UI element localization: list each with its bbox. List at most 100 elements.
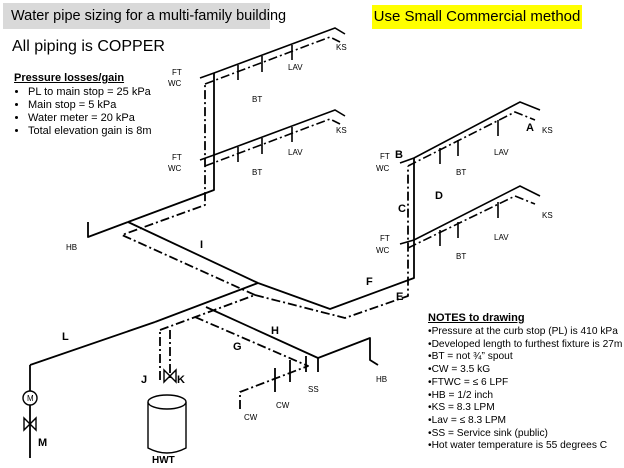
hw-branch-upper bbox=[407, 111, 536, 167]
drawing-note-item: Lav = ≤ 8.3 LPM bbox=[428, 415, 622, 428]
right-branches bbox=[399, 101, 541, 249]
label-ft-right-lower: FT bbox=[380, 234, 390, 243]
cw-right-fixture-drops bbox=[439, 120, 499, 246]
label-wc-mid: WC bbox=[168, 164, 182, 173]
diagram-title: Water pipe sizing for a multi-family bui… bbox=[3, 3, 286, 29]
label-ft-right-upper: FT bbox=[380, 152, 390, 161]
hw-branch-lower bbox=[407, 195, 536, 249]
drawing-note-item: KS = 8.3 LPM bbox=[428, 402, 622, 415]
segment-i: I bbox=[200, 239, 203, 251]
label-bt-mid: BT bbox=[252, 168, 262, 177]
segment-a: A bbox=[526, 122, 534, 134]
segment-labels: A B C D E F G H I J K L M bbox=[38, 122, 534, 449]
label-lav-mid: LAV bbox=[288, 148, 303, 157]
label-ss: SS bbox=[308, 385, 319, 394]
segment-b: B bbox=[395, 149, 403, 161]
cw-branch-upper bbox=[399, 101, 541, 164]
drawing-note-item: CW = 3.5 kG bbox=[428, 364, 622, 377]
label-ks-right-upper: KS bbox=[542, 126, 553, 135]
segment-e: E bbox=[396, 291, 403, 303]
hot-water-segment-g bbox=[194, 316, 309, 410]
label-ks-mid: KS bbox=[336, 126, 347, 135]
upper-left-branches bbox=[199, 27, 346, 167]
pressure-losses-panel: Pressure losses/gain PL to main stop = 2… bbox=[14, 72, 152, 138]
method-badge: Use Small Commercial method bbox=[372, 5, 582, 29]
pipe-main-horizontal bbox=[154, 282, 259, 323]
label-bt-right-lower: BT bbox=[456, 252, 466, 261]
drawing-notes-title: NOTES to drawing bbox=[428, 312, 525, 324]
drawing-notes-list: Pressure at the curb stop (PL) is 410 kP… bbox=[428, 326, 623, 453]
segment-j: J bbox=[141, 374, 147, 386]
piping-material-note: All piping is COPPER bbox=[12, 38, 165, 55]
label-ft-top: FT bbox=[172, 68, 182, 77]
segment-l: L bbox=[62, 331, 69, 343]
label-wc-right-upper: WC bbox=[376, 164, 390, 173]
pressure-losses-title: Pressure losses/gain bbox=[14, 72, 125, 84]
drawing-notes-panel: NOTES to drawing Pressure at the curb st… bbox=[428, 312, 622, 453]
label-lav-right-upper: LAV bbox=[494, 148, 509, 157]
hot-water-segment-e bbox=[254, 166, 409, 319]
label-wc-top: WC bbox=[168, 79, 182, 88]
label-cw-2: CW bbox=[244, 413, 258, 422]
meter-icon bbox=[22, 390, 38, 406]
segment-f: F bbox=[366, 276, 373, 288]
cw-branch-top bbox=[199, 27, 346, 79]
pipe-hb-branch bbox=[87, 221, 129, 238]
pipe-segment-i bbox=[127, 221, 259, 284]
equipment bbox=[22, 368, 187, 454]
hot-water-piping bbox=[121, 84, 409, 410]
label-bt-top: BT bbox=[252, 95, 262, 104]
pipe-segment-l bbox=[29, 321, 156, 366]
water-heater-top bbox=[147, 394, 187, 410]
segment-h: H bbox=[271, 325, 279, 337]
pipe-left-riser bbox=[127, 73, 215, 223]
segment-g: G bbox=[233, 341, 242, 353]
pipe-fixture-drops bbox=[274, 356, 319, 392]
valve-icon bbox=[23, 416, 37, 432]
segment-k: K bbox=[177, 374, 185, 386]
pipe-hb-lower bbox=[317, 337, 379, 366]
hw-branch-top bbox=[204, 36, 341, 85]
segment-c: C bbox=[398, 203, 406, 215]
label-ks-top: KS bbox=[336, 43, 347, 52]
drawing-note-item: Pressure at the curb stop (PL) is 410 kP… bbox=[428, 326, 622, 339]
pressure-loss-item: Water meter = 20 kPa bbox=[28, 112, 152, 125]
label-ft-mid: FT bbox=[172, 153, 182, 162]
cw-branch-mid bbox=[199, 109, 346, 161]
pipe-segment-h bbox=[205, 306, 319, 359]
meter-symbol-label: M bbox=[27, 394, 34, 403]
label-hb-left: HB bbox=[66, 243, 77, 252]
label-lav-top: LAV bbox=[288, 63, 303, 72]
hot-water-main bbox=[159, 294, 256, 331]
label-hwt: HWT bbox=[152, 455, 175, 466]
segment-d: D bbox=[435, 190, 443, 202]
cw-branch-lower bbox=[399, 185, 541, 245]
hw-branch-mid bbox=[204, 118, 341, 167]
cw-branch-fixture-drops bbox=[237, 45, 293, 162]
label-hb-lower: HB bbox=[376, 375, 387, 384]
hot-water-trunk bbox=[121, 84, 256, 296]
pressure-loss-item: Main stop = 5 kPa bbox=[28, 99, 152, 112]
drawing-note-item: FTWC = ≤ 6 LPF bbox=[428, 377, 622, 390]
k-valve-icon bbox=[163, 368, 177, 384]
drawing-note-item: HB = 1/2 inch bbox=[428, 390, 622, 403]
drawing-note-item: Hot water temperature is 55 degrees C bbox=[428, 440, 622, 453]
label-ks-right-lower: KS bbox=[542, 211, 553, 220]
pipe-segment-f bbox=[257, 158, 415, 310]
fixture-labels: FT WC BT LAV KS FT WC BT LAV KS FT WC BT… bbox=[66, 43, 553, 466]
water-heater-icon bbox=[147, 402, 187, 454]
segment-m: M bbox=[38, 437, 47, 449]
drawing-note-item: SS = Service sink (public) bbox=[428, 428, 622, 441]
pressure-losses-list: PL to main stop = 25 kPa Main stop = 5 k… bbox=[14, 86, 152, 138]
pressure-loss-item: PL to main stop = 25 kPa bbox=[28, 86, 152, 99]
drawing-note-item: BT = not ¾” spout bbox=[428, 351, 622, 364]
pressure-loss-item: Total elevation gain is 8m bbox=[28, 125, 152, 138]
label-cw-1: CW bbox=[276, 401, 290, 410]
drawing-note-item: Developed length to furthest fixture is … bbox=[428, 339, 623, 352]
label-wc-right-lower: WC bbox=[376, 246, 390, 255]
cold-water-piping bbox=[29, 73, 415, 458]
label-lav-right-lower: LAV bbox=[494, 233, 509, 242]
label-bt-right-upper: BT bbox=[456, 168, 466, 177]
